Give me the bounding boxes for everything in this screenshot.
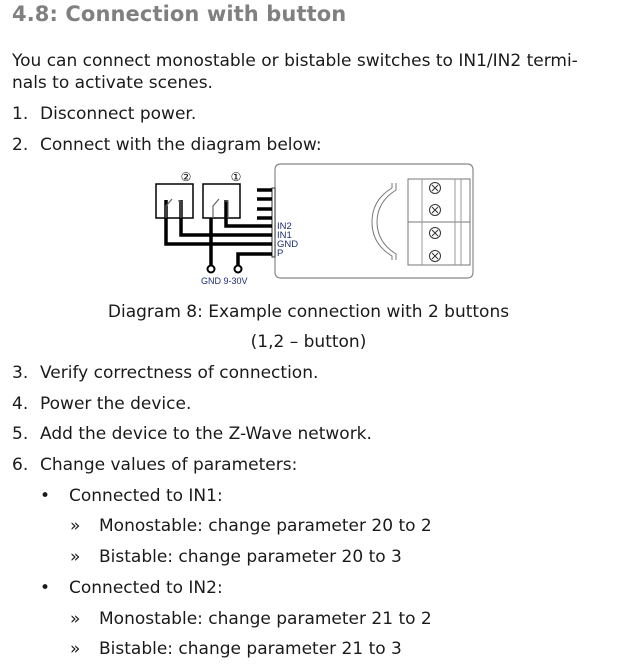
intro-paragraph: You can connect monostable or bistable s… <box>12 50 578 94</box>
terminal-in1-label: IN1 <box>277 230 292 241</box>
wiring-diagram: ② ① IN2 IN1 GND P GND 9-30V <box>155 163 474 286</box>
terminal-p-label: P <box>277 248 283 259</box>
step-text: Verify correctness of connection. <box>40 363 319 383</box>
switch-1-label: ① <box>231 170 242 184</box>
step-text: Disconnect power. <box>40 104 197 124</box>
step-number: 2. <box>12 135 29 155</box>
bullet-text: Connected to IN2: <box>69 578 223 598</box>
supply-label: GND 9-30V <box>201 276 248 286</box>
step-text: Add the device to the Z-Wave network. <box>40 424 372 444</box>
sub-item-text: Monostable: change parameter 21 to 2 <box>99 609 432 629</box>
intro-line: nals to activate scenes. <box>12 73 213 93</box>
step-number: 1. <box>12 104 29 124</box>
step-text: Change values of parameters: <box>40 455 298 475</box>
intro-line: You can connect monostable or bistable s… <box>12 51 578 71</box>
guillemet-icon: » <box>70 639 81 659</box>
diagram-caption: Diagram 8: Example connection with 2 but… <box>107 302 510 322</box>
diagram-caption-sub: (1,2 – button) <box>250 332 367 352</box>
guillemet-icon: » <box>70 609 81 629</box>
device-body <box>274 163 474 279</box>
terminal-gnd-label: GND <box>277 239 298 250</box>
sub-item-text: Monostable: change parameter 20 to 2 <box>99 516 432 536</box>
step-number: 3. <box>12 363 29 383</box>
terminal-in2-label: IN2 <box>277 221 292 232</box>
bullet-item: • Connected to IN2: <box>40 578 223 598</box>
list-item: 5. Add the device to the Z-Wave network. <box>12 424 372 444</box>
step-number: 6. <box>12 455 29 475</box>
list-item: 4. Power the device. <box>12 394 191 414</box>
list-item: 3. Verify correctness of connection. <box>12 363 318 383</box>
guillemet-icon: » <box>70 516 81 536</box>
sub-item-text: Bistable: change parameter 20 to 3 <box>99 547 402 567</box>
bullet-icon: • <box>40 578 51 598</box>
list-item: 1. Disconnect power. <box>12 104 196 124</box>
list-item: 6. Change values of parameters: <box>12 455 297 475</box>
sub-item: » Monostable: change parameter 20 to 2 <box>70 516 432 536</box>
sub-item: » Bistable: change parameter 21 to 3 <box>70 639 402 659</box>
bullet-item: • Connected to IN1: <box>40 486 223 506</box>
step-number: 4. <box>12 394 29 414</box>
bullet-text: Connected to IN1: <box>69 486 223 506</box>
step-number: 5. <box>12 424 29 444</box>
step-text: Power the device. <box>40 394 192 414</box>
section-heading: 4.8: Connection with button <box>12 2 347 26</box>
switch-2-label: ② <box>181 170 192 184</box>
bullet-icon: • <box>40 486 51 506</box>
step-text: Connect with the diagram below: <box>40 135 322 155</box>
sub-item: » Bistable: change parameter 20 to 3 <box>70 547 402 567</box>
sub-item: » Monostable: change parameter 21 to 2 <box>70 609 432 629</box>
list-item: 2. Connect with the diagram below: <box>12 135 322 155</box>
sub-item-text: Bistable: change parameter 21 to 3 <box>99 639 402 659</box>
guillemet-icon: » <box>70 547 81 567</box>
